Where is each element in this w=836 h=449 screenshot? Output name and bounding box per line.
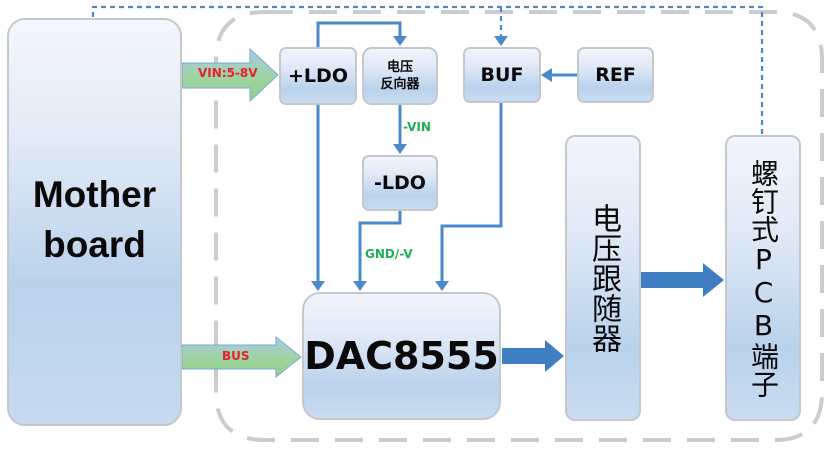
motherboard-label-line2: board	[43, 224, 146, 265]
voltage-follower-label: 电压跟随器	[586, 203, 621, 353]
ref-block: REF	[577, 47, 654, 103]
neg-ldo-label: -LDO	[374, 172, 426, 194]
thick-arrow-follower-terminal	[641, 263, 724, 297]
arrowhead	[311, 281, 325, 291]
neg-vin-label: -VIN	[403, 120, 431, 134]
connector-negldo-dac	[358, 210, 402, 282]
ref-label: REF	[595, 64, 636, 86]
connector-buf-dac	[440, 103, 503, 282]
neg-ldo-block: -LDO	[362, 155, 438, 211]
dac8555-label: DAC8555	[304, 334, 499, 378]
inverter-label-line1: 电压	[386, 60, 413, 75]
inverter-label-line2: 反向器	[380, 77, 420, 92]
motherboard-label-line1: Mother	[32, 174, 157, 215]
dotted-control-line	[91, 5, 764, 135]
buf-block: BUF	[463, 47, 541, 103]
pcb-screw-terminal-block: 螺钉式PCB端子	[725, 135, 801, 421]
module-boundary	[214, 10, 824, 442]
arrowhead	[541, 68, 552, 82]
thick-arrow-dac-follower	[502, 340, 564, 372]
pos-ldo-block: +LDO	[279, 47, 357, 105]
arrowhead	[435, 281, 449, 291]
connector-posldo-inverter	[316, 21, 402, 47]
voltage-follower-block: 电压跟随器	[565, 135, 641, 421]
bus-arrow	[181, 335, 302, 379]
arrowhead	[393, 36, 407, 46]
voltage-inverter-block: 电压 反向器	[362, 47, 438, 105]
motherboard-block: Mother board	[7, 18, 182, 426]
dac8555-block: DAC8555	[302, 292, 501, 420]
vin-arrow	[181, 47, 279, 103]
buf-label: BUF	[480, 64, 524, 86]
gnd-neg-v-label: GND/-V	[365, 247, 413, 261]
pcb-screw-terminal-label: 螺钉式PCB端子	[747, 158, 780, 398]
arrowhead	[353, 281, 367, 291]
pos-ldo-label: +LDO	[288, 65, 348, 87]
arrowhead	[393, 144, 407, 154]
vin-label: VIN:5-8V	[198, 66, 258, 80]
dotted-arrowhead	[494, 36, 508, 46]
bus-label: BUS	[222, 349, 250, 363]
